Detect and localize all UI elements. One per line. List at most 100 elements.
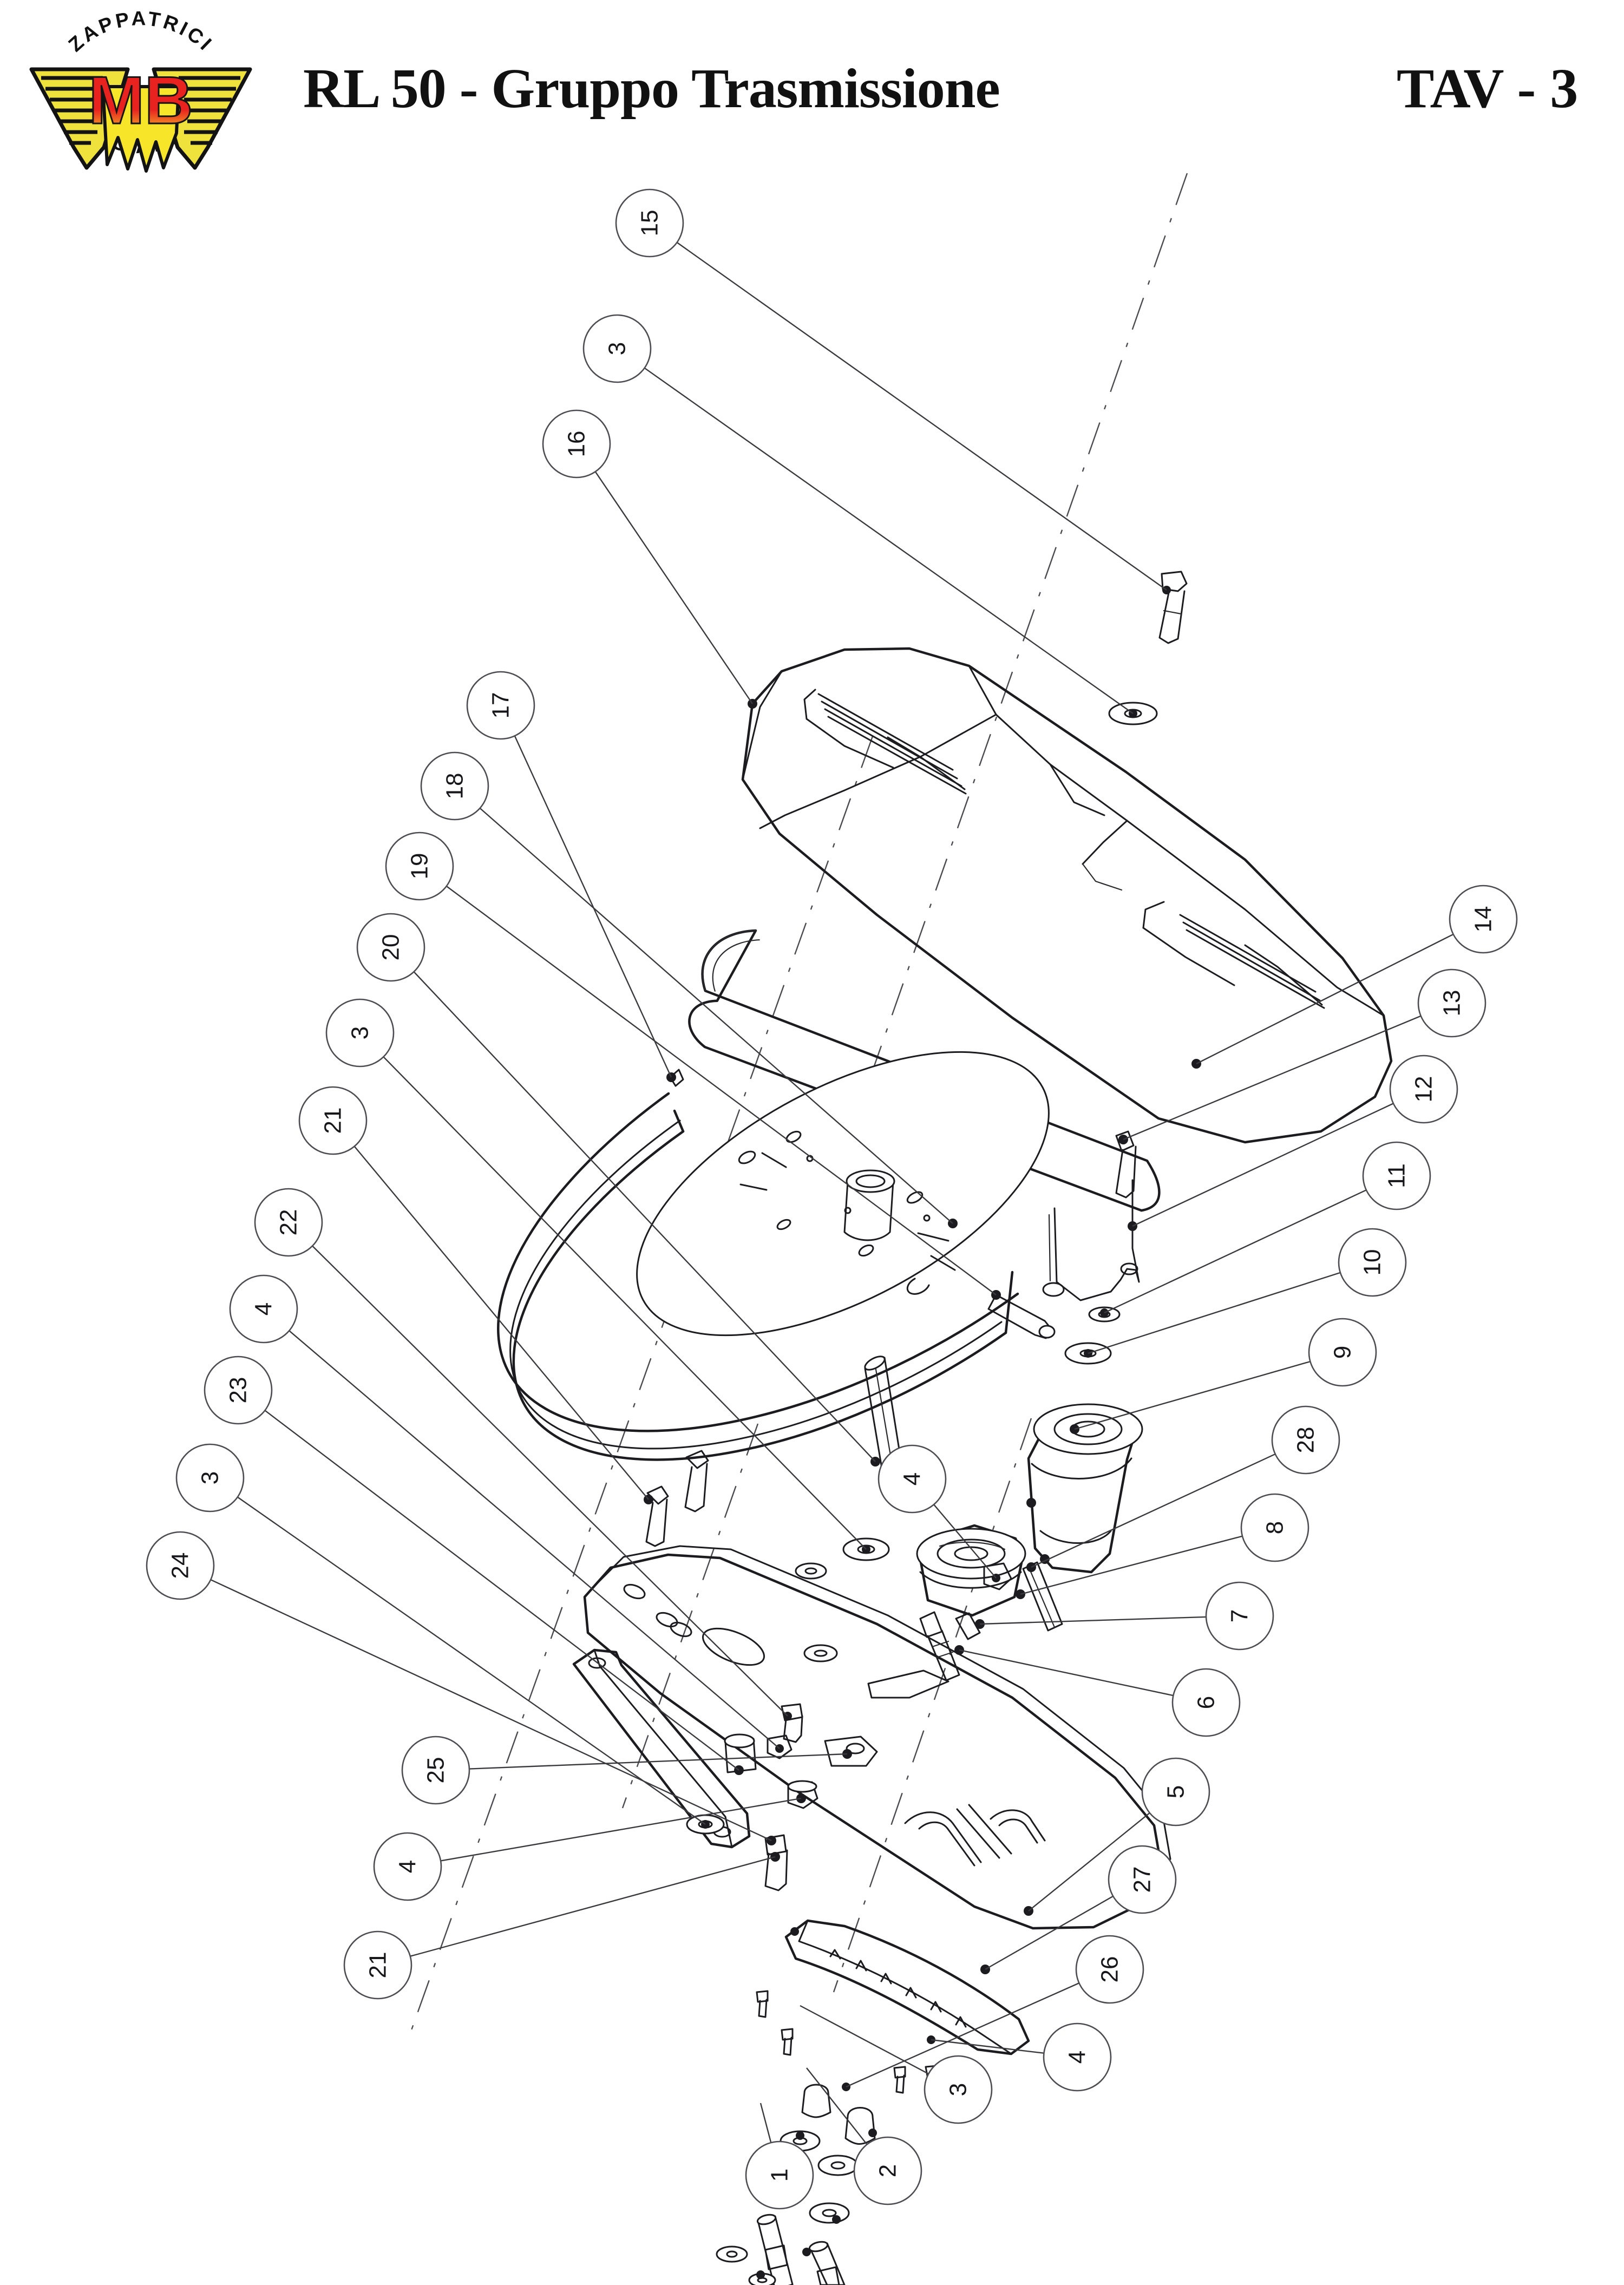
leader-line-8 — [1020, 1535, 1243, 1595]
balloon-number: 8 — [1262, 1521, 1288, 1534]
part-cinghia-trapezoidale — [688, 929, 1201, 1212]
callout-leaders — [210, 241, 1454, 2145]
balloon-number: 27 — [1129, 1867, 1156, 1893]
callout-balloon-27[interactable]: 27 — [1108, 1845, 1177, 1914]
balloon-number: 4 — [251, 1302, 277, 1315]
balloon-circle[interactable] — [1205, 1581, 1274, 1651]
callout-balloon-13[interactable]: 13 — [1417, 968, 1487, 1038]
balloon-circle[interactable] — [1043, 2022, 1112, 2092]
callout-balloon-5[interactable]: 5 — [1141, 1757, 1210, 1826]
leader-line-4 — [931, 2039, 1044, 2054]
balloon-number: 1 — [767, 2169, 793, 2182]
callout-balloon-3a[interactable]: 3 — [582, 314, 652, 383]
balloon-number: 4 — [1064, 2051, 1091, 2064]
balloon-circle[interactable] — [924, 2055, 993, 2124]
callout-balloon-4c[interactable]: 4 — [1043, 2022, 1112, 2092]
balloon-circle[interactable] — [1338, 1228, 1407, 1297]
balloon-circle[interactable] — [401, 1736, 470, 1805]
callout-balloon-10[interactable]: 10 — [1338, 1228, 1407, 1297]
callout-balloon-19[interactable]: 19 — [385, 831, 454, 901]
leader-line-21 — [410, 1856, 776, 1957]
callout-balloon-18[interactable]: 18 — [420, 751, 489, 821]
callout-balloon-7[interactable]: 7 — [1205, 1581, 1274, 1651]
callout-balloon-24[interactable]: 24 — [146, 1531, 215, 1600]
balloon-number: 26 — [1097, 1956, 1123, 1983]
callout-balloon-4a[interactable]: 4 — [229, 1274, 298, 1344]
balloon-number: 3 — [347, 1026, 374, 1039]
balloon-circle[interactable] — [1171, 1668, 1241, 1737]
balloon-circle[interactable] — [1389, 1055, 1458, 1124]
part-perno-inferiore — [802, 2241, 846, 2285]
callout-balloon-22[interactable]: 22 — [254, 1188, 323, 1257]
callout-balloon-21b[interactable]: 21 — [343, 1930, 412, 2000]
balloon-number: 16 — [564, 431, 590, 457]
leader-line-4 — [440, 1797, 802, 1862]
balloon-circle[interactable] — [615, 188, 684, 258]
balloon-circle[interactable] — [1362, 1141, 1431, 1210]
balloon-circle[interactable] — [745, 2140, 814, 2210]
callout-balloon-17[interactable]: 17 — [466, 671, 535, 740]
callout-balloon-3b[interactable]: 3 — [325, 998, 395, 1068]
part-staffa-laterale — [572, 1648, 776, 1849]
balloon-circle[interactable] — [1271, 1405, 1340, 1475]
callout-balloon-14[interactable]: 14 — [1449, 885, 1518, 954]
balloon-circle[interactable] — [1308, 1318, 1377, 1387]
logo-mb-text: MB — [89, 63, 193, 138]
callout-balloon-3c[interactable]: 3 — [175, 1443, 245, 1513]
part-distanziale — [1022, 1561, 1063, 1632]
callout-balloon-26[interactable]: 26 — [1075, 1935, 1144, 2004]
part-paraerba-curvo — [784, 1919, 1030, 2055]
balloon-number: 25 — [423, 1757, 449, 1784]
balloon-circle[interactable] — [325, 998, 395, 1068]
callout-balloon-9[interactable]: 9 — [1308, 1318, 1377, 1387]
leader-line-18 — [479, 808, 953, 1224]
callout-balloon-11[interactable]: 11 — [1362, 1141, 1431, 1210]
balloon-circle[interactable] — [853, 2136, 922, 2205]
balloon-circle[interactable] — [1108, 1845, 1177, 1914]
callout-balloon-2[interactable]: 2 — [853, 2136, 922, 2205]
balloon-circle[interactable] — [385, 831, 454, 901]
balloon-number: 21 — [320, 1108, 346, 1134]
balloon-circle[interactable] — [878, 1444, 947, 1514]
balloon-circle[interactable] — [1417, 968, 1487, 1038]
balloon-circle[interactable] — [204, 1356, 273, 1425]
balloon-circle[interactable] — [146, 1531, 215, 1600]
leader-line-19 — [446, 886, 997, 1295]
balloon-circle[interactable] — [298, 1086, 368, 1155]
leader-line-24 — [210, 1579, 772, 1842]
balloon-circle[interactable] — [343, 1930, 412, 2000]
balloon-circle[interactable] — [356, 913, 425, 982]
balloon-circle[interactable] — [542, 409, 611, 479]
callout-balloon-15[interactable]: 15 — [615, 188, 684, 258]
balloon-circle[interactable] — [373, 1832, 442, 1901]
paraerba-teeth — [829, 1949, 967, 2028]
leader-line-23 — [264, 1410, 739, 1771]
balloon-circle[interactable] — [1075, 1935, 1144, 2004]
balloon-circle[interactable] — [466, 671, 535, 740]
callout-balloon-12[interactable]: 12 — [1389, 1055, 1458, 1124]
callout-balloon-6[interactable]: 6 — [1171, 1668, 1241, 1737]
balloon-circle[interactable] — [582, 314, 652, 383]
callout-balloon-4b[interactable]: 4 — [373, 1832, 442, 1901]
callout-balloon-25[interactable]: 25 — [401, 1736, 470, 1805]
callout-balloon-3d[interactable]: 3 — [924, 2055, 993, 2124]
balloon-circle[interactable] — [175, 1443, 245, 1513]
callout-balloon-4d[interactable]: 4 — [878, 1444, 947, 1514]
balloon-circle[interactable] — [1240, 1493, 1309, 1562]
page-title: RL 50 - Gruppo Trasmissione — [303, 57, 1000, 120]
balloon-circle[interactable] — [254, 1188, 323, 1257]
callout-balloon-23[interactable]: 23 — [204, 1356, 273, 1425]
balloon-circle[interactable] — [229, 1274, 298, 1344]
balloon-number: 17 — [488, 692, 514, 719]
callout-balloon-21a[interactable]: 21 — [298, 1086, 368, 1155]
part-tamburo-puleggia — [497, 1051, 1050, 1461]
balloon-circle[interactable] — [1141, 1757, 1210, 1826]
callout-balloon-1[interactable]: 1 — [745, 2140, 814, 2210]
callout-balloon-8[interactable]: 8 — [1240, 1493, 1309, 1562]
callout-balloon-16[interactable]: 16 — [542, 409, 611, 479]
balloon-circle[interactable] — [1449, 885, 1518, 954]
callout-balloon-28[interactable]: 28 — [1271, 1405, 1340, 1475]
balloon-circle[interactable] — [420, 751, 489, 821]
callout-balloon-20[interactable]: 20 — [356, 913, 425, 982]
